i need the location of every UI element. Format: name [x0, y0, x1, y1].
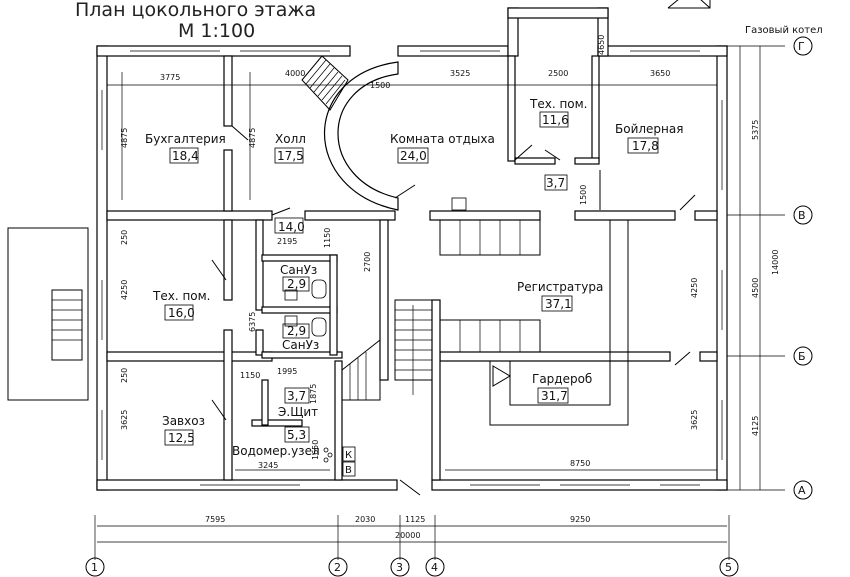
room-name-vodomer: Водомер.узел — [232, 444, 320, 458]
svg-text:2500: 2500 — [548, 69, 568, 78]
svg-text:4875: 4875 — [248, 128, 257, 148]
svg-text:4250: 4250 — [690, 278, 699, 298]
stairs-central — [341, 299, 433, 401]
svg-text:1150: 1150 — [240, 371, 260, 380]
room-labels: Бухгалтерия 18,4 Холл 17,5 Комната отдых… — [145, 97, 683, 477]
room-area-vodomer: 5,3 — [287, 428, 306, 442]
room-name-tech-pom-2: Тех. пом. — [152, 289, 211, 303]
svg-text:1500: 1500 — [579, 185, 588, 205]
room-name-zavhoz: Завхоз — [162, 414, 205, 428]
svg-text:1875: 1875 — [309, 384, 318, 404]
svg-text:1125: 1125 — [405, 515, 425, 524]
toilet-icon — [311, 279, 327, 337]
window-marks — [101, 50, 723, 486]
svg-text:6375: 6375 — [248, 312, 257, 332]
axis-3: 3 — [396, 561, 403, 574]
svg-text:9250: 9250 — [570, 515, 590, 524]
axis-4: 4 — [431, 561, 438, 574]
room-name-sanuzel-1: СанУз — [280, 263, 317, 277]
room-area-boilernaya: 17,8 — [632, 139, 659, 153]
riser-label-v: В — [345, 465, 352, 476]
north-arrow-icon — [667, 0, 711, 9]
room-area-koridor: 14,0 — [278, 220, 305, 234]
room-area-zavhoz: 12,5 — [168, 431, 195, 445]
axis-1: 1 — [91, 561, 98, 574]
svg-text:5375: 5375 — [751, 120, 760, 140]
axis-b: Б — [798, 350, 806, 363]
room-name-buhgalteria: Бухгалтерия — [145, 132, 226, 146]
svg-text:4875: 4875 — [120, 128, 129, 148]
svg-text:3625: 3625 — [690, 410, 699, 430]
room-name-holl: Холл — [275, 132, 306, 146]
axis-a: А — [798, 484, 806, 497]
riser-icon — [323, 447, 333, 463]
room-area-sanuzel-2: 2,9 — [287, 324, 306, 338]
riser-label-k: К — [345, 450, 352, 461]
axis-numbers: 1 2 3 4 5 — [85, 557, 739, 577]
svg-text:1995: 1995 — [277, 367, 297, 376]
dimension-texts: 3775 4000 1500 3525 2500 3650 4650 2195 … — [120, 35, 780, 540]
svg-text:2700: 2700 — [363, 252, 372, 272]
svg-text:4650: 4650 — [597, 35, 606, 55]
svg-text:4125: 4125 — [751, 416, 760, 436]
room-area-komnata-otdyha: 24,0 — [400, 149, 427, 163]
svg-text:8750: 8750 — [570, 459, 590, 468]
gas-boiler-label: Газовый котел — [745, 25, 823, 36]
svg-text:1650: 1650 — [311, 440, 320, 460]
svg-text:3625: 3625 — [120, 410, 129, 430]
room-area-registratura: 37,1 — [545, 297, 572, 311]
room-name-registratura: Регистратура — [517, 280, 603, 294]
svg-text:4250: 4250 — [120, 280, 129, 300]
room-area-buhgalteria: 18,4 — [172, 149, 199, 163]
axis-v: В — [798, 209, 806, 222]
svg-text:14000: 14000 — [771, 250, 780, 275]
arrow-icon — [492, 365, 511, 387]
axis-g: Г — [798, 40, 805, 53]
room-name-sanuzel-2: СанУз — [282, 338, 319, 352]
svg-text:1500: 1500 — [370, 81, 390, 90]
room-name-boilernaya: Бойлерная — [615, 122, 683, 136]
axis-5: 5 — [725, 561, 732, 574]
room-area-tech-pom-2: 16,0 — [168, 306, 195, 320]
room-name-tech-pom-1: Тех. пом. — [529, 97, 588, 111]
axis-letters: Г В Б А — [793, 36, 813, 500]
room-name-garderob: Гардероб — [532, 372, 592, 386]
doors — [211, 125, 696, 496]
room-area-sanuzel-1: 2,9 — [287, 277, 306, 291]
svg-text:7595: 7595 — [205, 515, 225, 524]
svg-text:250: 250 — [120, 230, 129, 245]
svg-text:3245: 3245 — [258, 461, 278, 470]
porch — [7, 227, 89, 401]
svg-text:3775: 3775 — [160, 73, 180, 82]
reception-counter — [439, 219, 629, 426]
interior-walls — [106, 55, 718, 481]
curved-wall — [323, 61, 399, 211]
axis-2: 2 — [334, 561, 341, 574]
plan-title: План цокольного этажа — [75, 0, 316, 21]
room-area-elshit: 3,7 — [287, 389, 306, 403]
room-area-holl: 17,5 — [277, 149, 304, 163]
svg-text:3650: 3650 — [650, 69, 670, 78]
svg-text:20000: 20000 — [395, 531, 420, 540]
svg-text:1150: 1150 — [323, 228, 332, 248]
room-name-komnata-otdyha: Комната отдыха — [390, 132, 495, 146]
room-area-garderob: 31,7 — [541, 389, 568, 403]
room-area-tambur: 3,7 — [546, 176, 565, 190]
plan-scale: М 1:100 — [178, 20, 255, 42]
stairs-upper — [301, 55, 349, 111]
svg-text:4000: 4000 — [285, 69, 305, 78]
svg-text:2195: 2195 — [277, 237, 297, 246]
svg-text:3525: 3525 — [450, 69, 470, 78]
svg-text:4500: 4500 — [751, 278, 760, 298]
dimension-lines — [94, 45, 785, 560]
sink-icon — [284, 197, 467, 327]
room-area-tech-pom-1: 11,6 — [542, 113, 569, 127]
svg-text:250: 250 — [120, 368, 129, 383]
room-name-elshit: Э.Щит — [278, 405, 318, 419]
svg-text:2030: 2030 — [355, 515, 375, 524]
